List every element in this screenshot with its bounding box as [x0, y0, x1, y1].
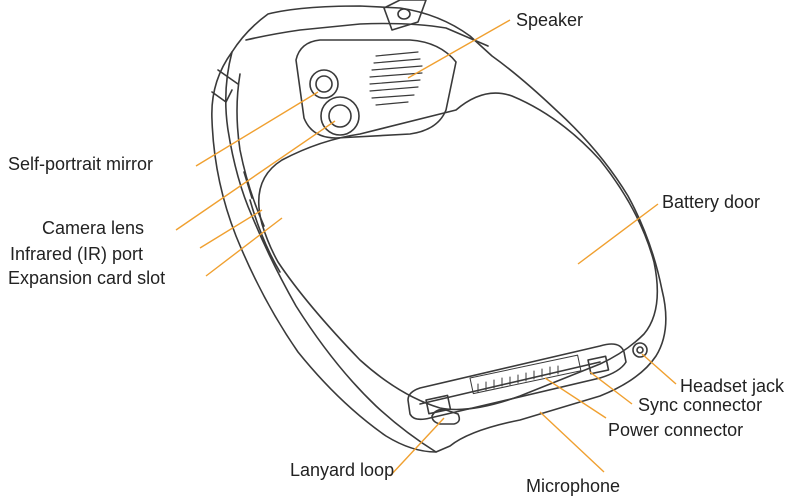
leader-speaker [407, 19, 511, 79]
device-body [211, 5, 667, 453]
leader-power-connector [544, 377, 607, 419]
headset-jack [632, 342, 648, 358]
connector-housing [407, 343, 627, 421]
label-camera-lens: Camera lens [42, 218, 145, 238]
lanyard-loop [431, 408, 461, 425]
leader-lanyard-loop [389, 417, 445, 477]
leader-lines [175, 19, 677, 477]
speaker-grille [369, 51, 423, 106]
label-self-portrait-mirror: Self-portrait mirror [8, 154, 154, 174]
label-sync-connector: Sync connector [638, 395, 763, 415]
label-infrared-port: Infrared (IR) port [10, 244, 144, 264]
leader-infrared-port [199, 209, 263, 249]
leader-sync-connector [589, 371, 633, 405]
top-corner-loop [383, 0, 427, 31]
label-headset-jack: Headset jack [680, 376, 785, 396]
leader-self-portrait-mirror [195, 91, 319, 167]
label-microphone: Microphone [526, 476, 621, 496]
leader-battery-door [577, 203, 659, 265]
label-lanyard-loop: Lanyard loop [290, 460, 395, 480]
sync-connector-pins [469, 354, 582, 395]
battery-door [258, 92, 659, 411]
leader-expansion-card-slot [205, 217, 283, 277]
label-expansion-card-slot: Expansion card slot [8, 268, 166, 288]
leader-microphone [539, 411, 605, 473]
camera-module [295, 39, 457, 139]
label-speaker: Speaker [516, 10, 584, 30]
leader-headset-jack [641, 353, 677, 385]
label-power-connector: Power connector [608, 420, 744, 440]
leader-camera-lens [175, 120, 336, 231]
label-battery-door: Battery door [662, 192, 761, 212]
